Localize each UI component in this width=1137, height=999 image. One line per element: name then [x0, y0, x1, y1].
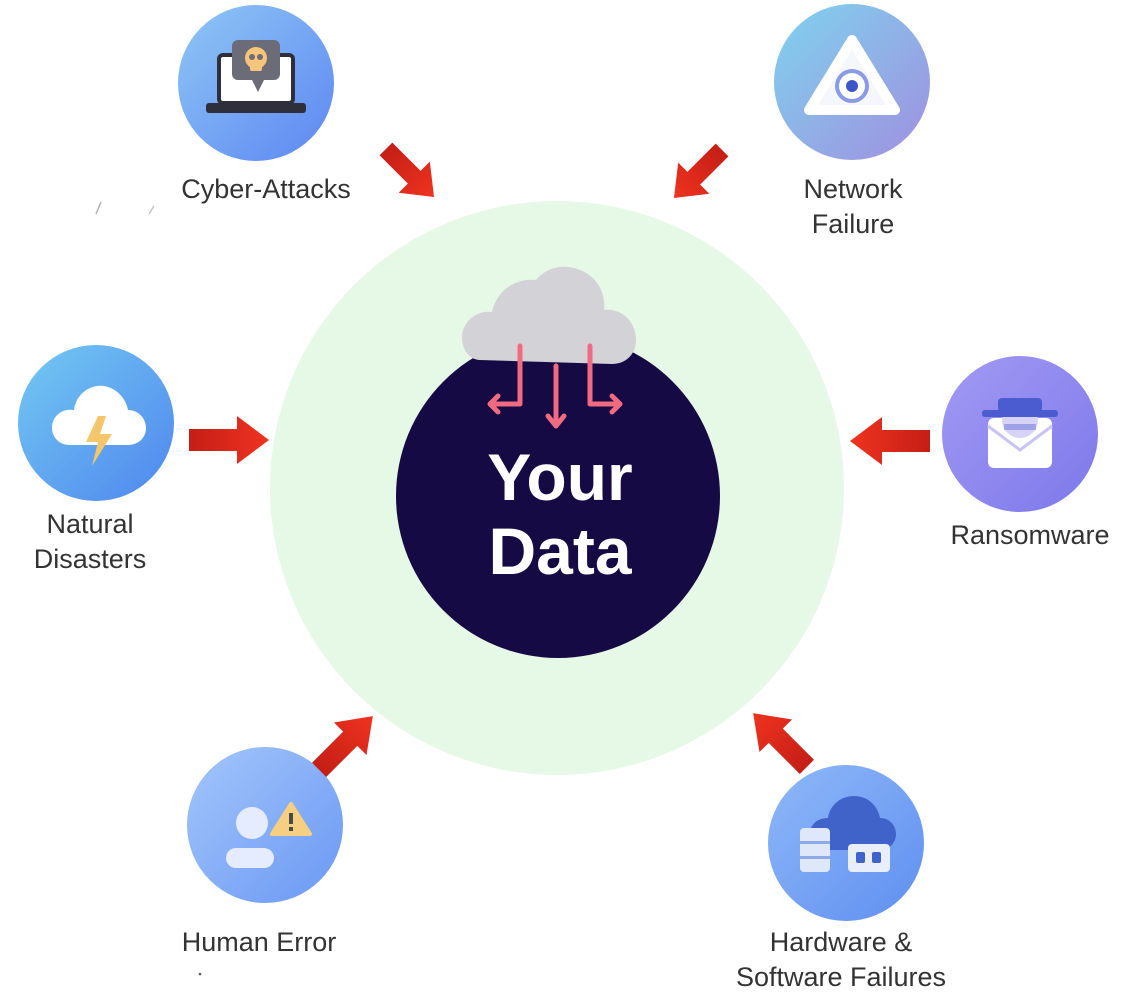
- label-natural-disasters-line2: Disasters: [33, 544, 147, 574]
- stray-dot: [198, 972, 202, 976]
- threat-natural-disasters: [18, 345, 174, 501]
- stray-mark: [95, 201, 102, 215]
- person-warning-icon: [226, 802, 312, 868]
- hacker-envelope-icon: [982, 398, 1058, 468]
- server-cloud-icon: [800, 796, 896, 872]
- laptop-skull-icon: [206, 40, 306, 113]
- center-title: Your Data: [400, 440, 720, 588]
- label-network-failure-line2: Failure: [811, 209, 895, 239]
- label-network-failure-line1: Network: [803, 174, 903, 204]
- label-hardware-software: Hardware & Software Failures: [706, 925, 976, 995]
- arrow-from-network-failure: [673, 143, 729, 199]
- label-network-failure: Network Failure: [753, 172, 953, 242]
- center-title-line2: Data: [488, 514, 632, 588]
- arrow-from-human-error: [312, 716, 373, 777]
- cloud-download-icon: [462, 266, 636, 429]
- label-human-error-text: Human Error: [181, 927, 337, 957]
- arrow-from-natural-disasters: [189, 416, 269, 464]
- label-ransomware: Ransomware: [925, 518, 1135, 553]
- threat-network-failure: [774, 4, 930, 160]
- label-hardware-software-line2: Software Failures: [735, 962, 947, 992]
- arrow-from-cyber-attacks: [379, 142, 435, 198]
- label-natural-disasters: Natural Disasters: [0, 507, 180, 577]
- center-title-line1: Your: [487, 440, 633, 514]
- label-cyber-attacks: Cyber-Attacks: [146, 172, 386, 207]
- data-core: [396, 334, 720, 658]
- arrow-from-hardware-software: [753, 713, 814, 774]
- threat-cyber-attacks: [178, 5, 334, 161]
- storm-cloud-icon: [52, 385, 146, 466]
- label-hardware-software-line1: Hardware &: [769, 927, 913, 957]
- stray-mark: [148, 205, 155, 215]
- arrow-from-ransomware: [850, 417, 930, 465]
- label-natural-disasters-line1: Natural: [46, 509, 134, 539]
- threat-ransomware: [942, 356, 1098, 512]
- threat-human-error: [187, 747, 343, 903]
- label-cyber-attacks-text: Cyber-Attacks: [181, 174, 351, 204]
- network-gear-icon: [804, 35, 900, 115]
- label-ransomware-text: Ransomware: [950, 520, 1110, 550]
- label-human-error: Human Error: [148, 925, 370, 960]
- threat-hardware-software: [768, 765, 924, 921]
